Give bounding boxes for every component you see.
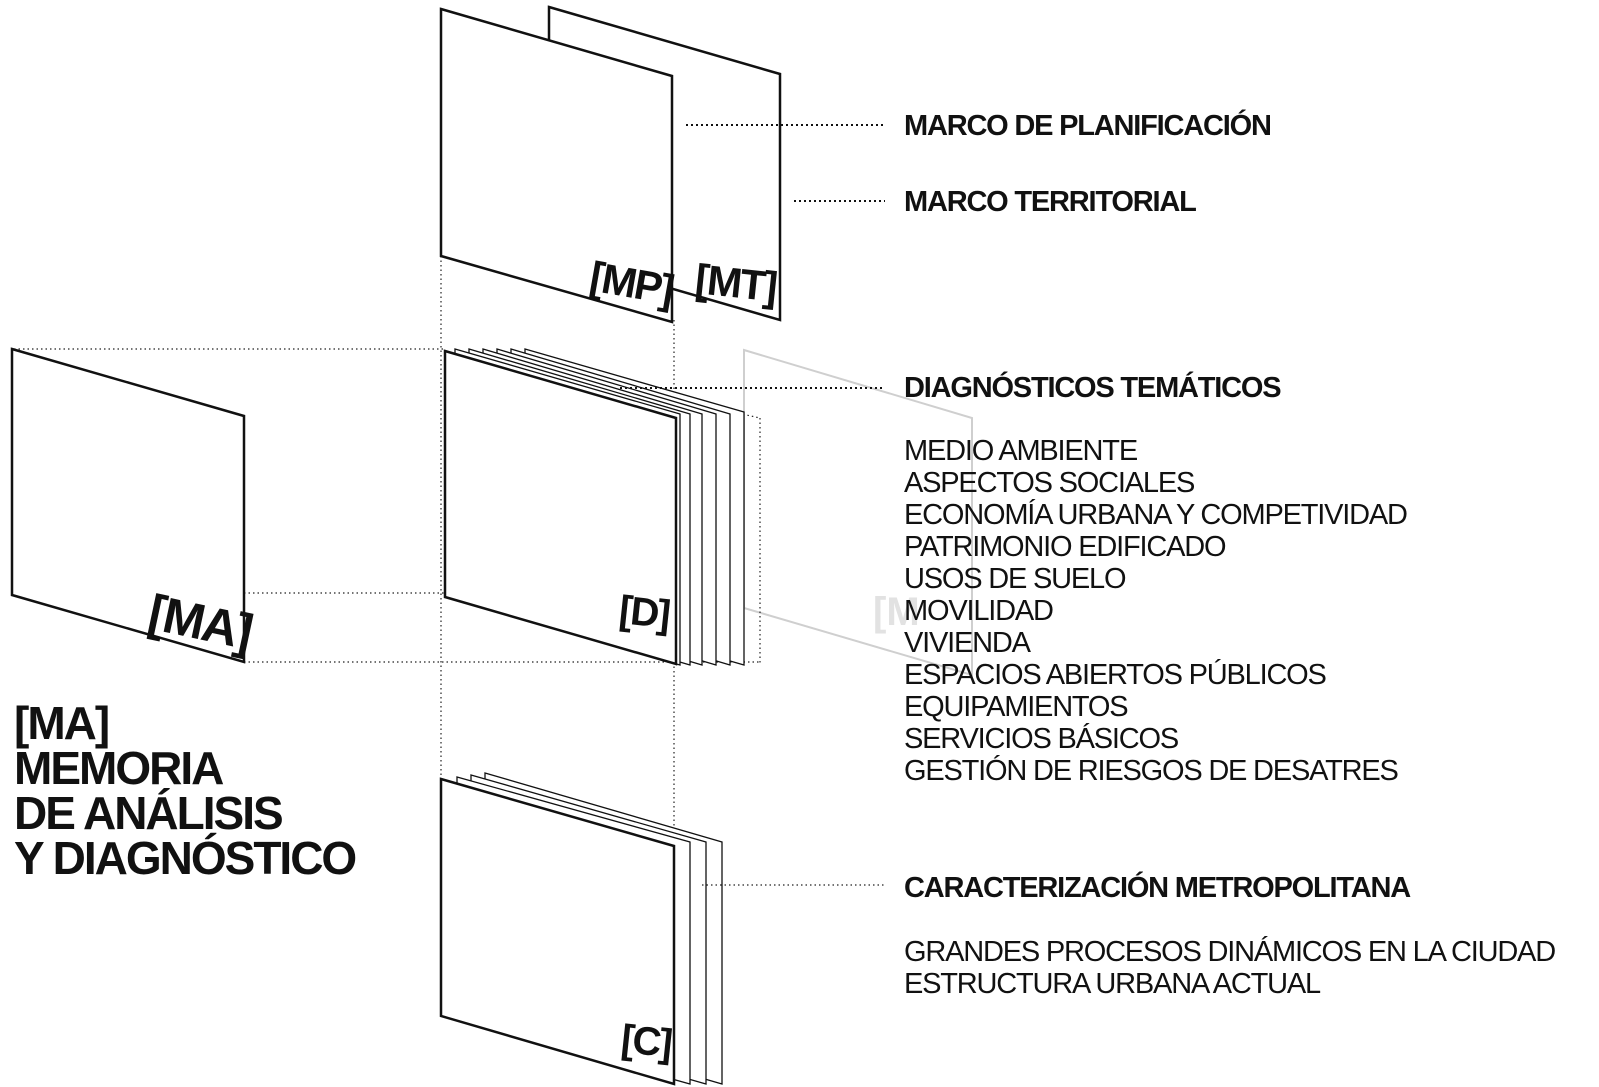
plane-d-stack: [D] xyxy=(443,348,745,666)
caracterizacion-item: GRANDES PROCESOS DINÁMICOS EN LA CIUDAD xyxy=(904,935,1555,968)
diagnostico-item: GESTIÓN DE RIESGOS DE DESATRES xyxy=(904,754,1398,787)
caracterizacion-list: GRANDES PROCESOS DINÁMICOS EN LA CIUDAD … xyxy=(904,935,1556,1000)
diagnostico-item: ECONOMÍA URBANA Y COMPETIVIDAD xyxy=(904,498,1407,531)
diagnostico-item: MEDIO AMBIENTE xyxy=(904,435,1138,467)
title-line-3: Y DIAGNÓSTICO xyxy=(14,832,355,884)
caracterizacion-title: CARACTERIZACIÓN METROPOLITANA xyxy=(904,870,1411,904)
plane-c-tag: [C] xyxy=(619,1017,674,1066)
caracterizacion-item: ESTRUCTURA URBANA ACTUAL xyxy=(904,968,1321,1000)
diagnostico-item: SERVICIOS BÁSICOS xyxy=(904,722,1179,755)
diagnostico-item: USOS DE SUELO xyxy=(904,563,1126,595)
diagnosticos-list: MEDIO AMBIENTE ASPECTOS SOCIALES ECONOMÍ… xyxy=(904,435,1408,787)
diagnosticos-title: DIAGNÓSTICOS TEMÁTICOS xyxy=(904,370,1281,404)
diagram-title: [MA] MEMORIA DE ANÁLISIS Y DIAGNÓSTICO xyxy=(14,697,357,884)
title-code: [MA] xyxy=(14,697,108,749)
marco-planificacion-label: MARCO DE PLANIFICACIÓN xyxy=(904,108,1271,142)
title-line-2: DE ANÁLISIS xyxy=(14,787,282,839)
plane-c-stack: [C] xyxy=(439,772,723,1086)
plane-d-tag: [D] xyxy=(617,588,672,637)
leader-lines xyxy=(620,124,885,886)
diagnostico-item: PATRIMONIO EDIFICADO xyxy=(904,531,1226,563)
ghost-plane-tag: [M xyxy=(873,590,920,634)
diagnostico-item: ASPECTOS SOCIALES xyxy=(904,467,1195,499)
plane-ma: [MA] xyxy=(10,347,256,664)
diagnostico-item: EQUIPAMIENTOS xyxy=(904,691,1128,723)
diagnostico-item: MOVILIDAD xyxy=(904,595,1053,627)
marco-territorial-label: MARCO TERRITORIAL xyxy=(904,186,1196,218)
plane-mt-tag: [MT] xyxy=(693,255,778,310)
labels-right: MARCO DE PLANIFICACIÓN MARCO TERRITORIAL… xyxy=(904,108,1556,1000)
diagnostico-item: VIVIENDA xyxy=(904,627,1032,659)
diagnostico-item: ESPACIOS ABIERTOS PÚBLICOS xyxy=(904,658,1327,691)
title-line-1: MEMORIA xyxy=(14,742,223,794)
